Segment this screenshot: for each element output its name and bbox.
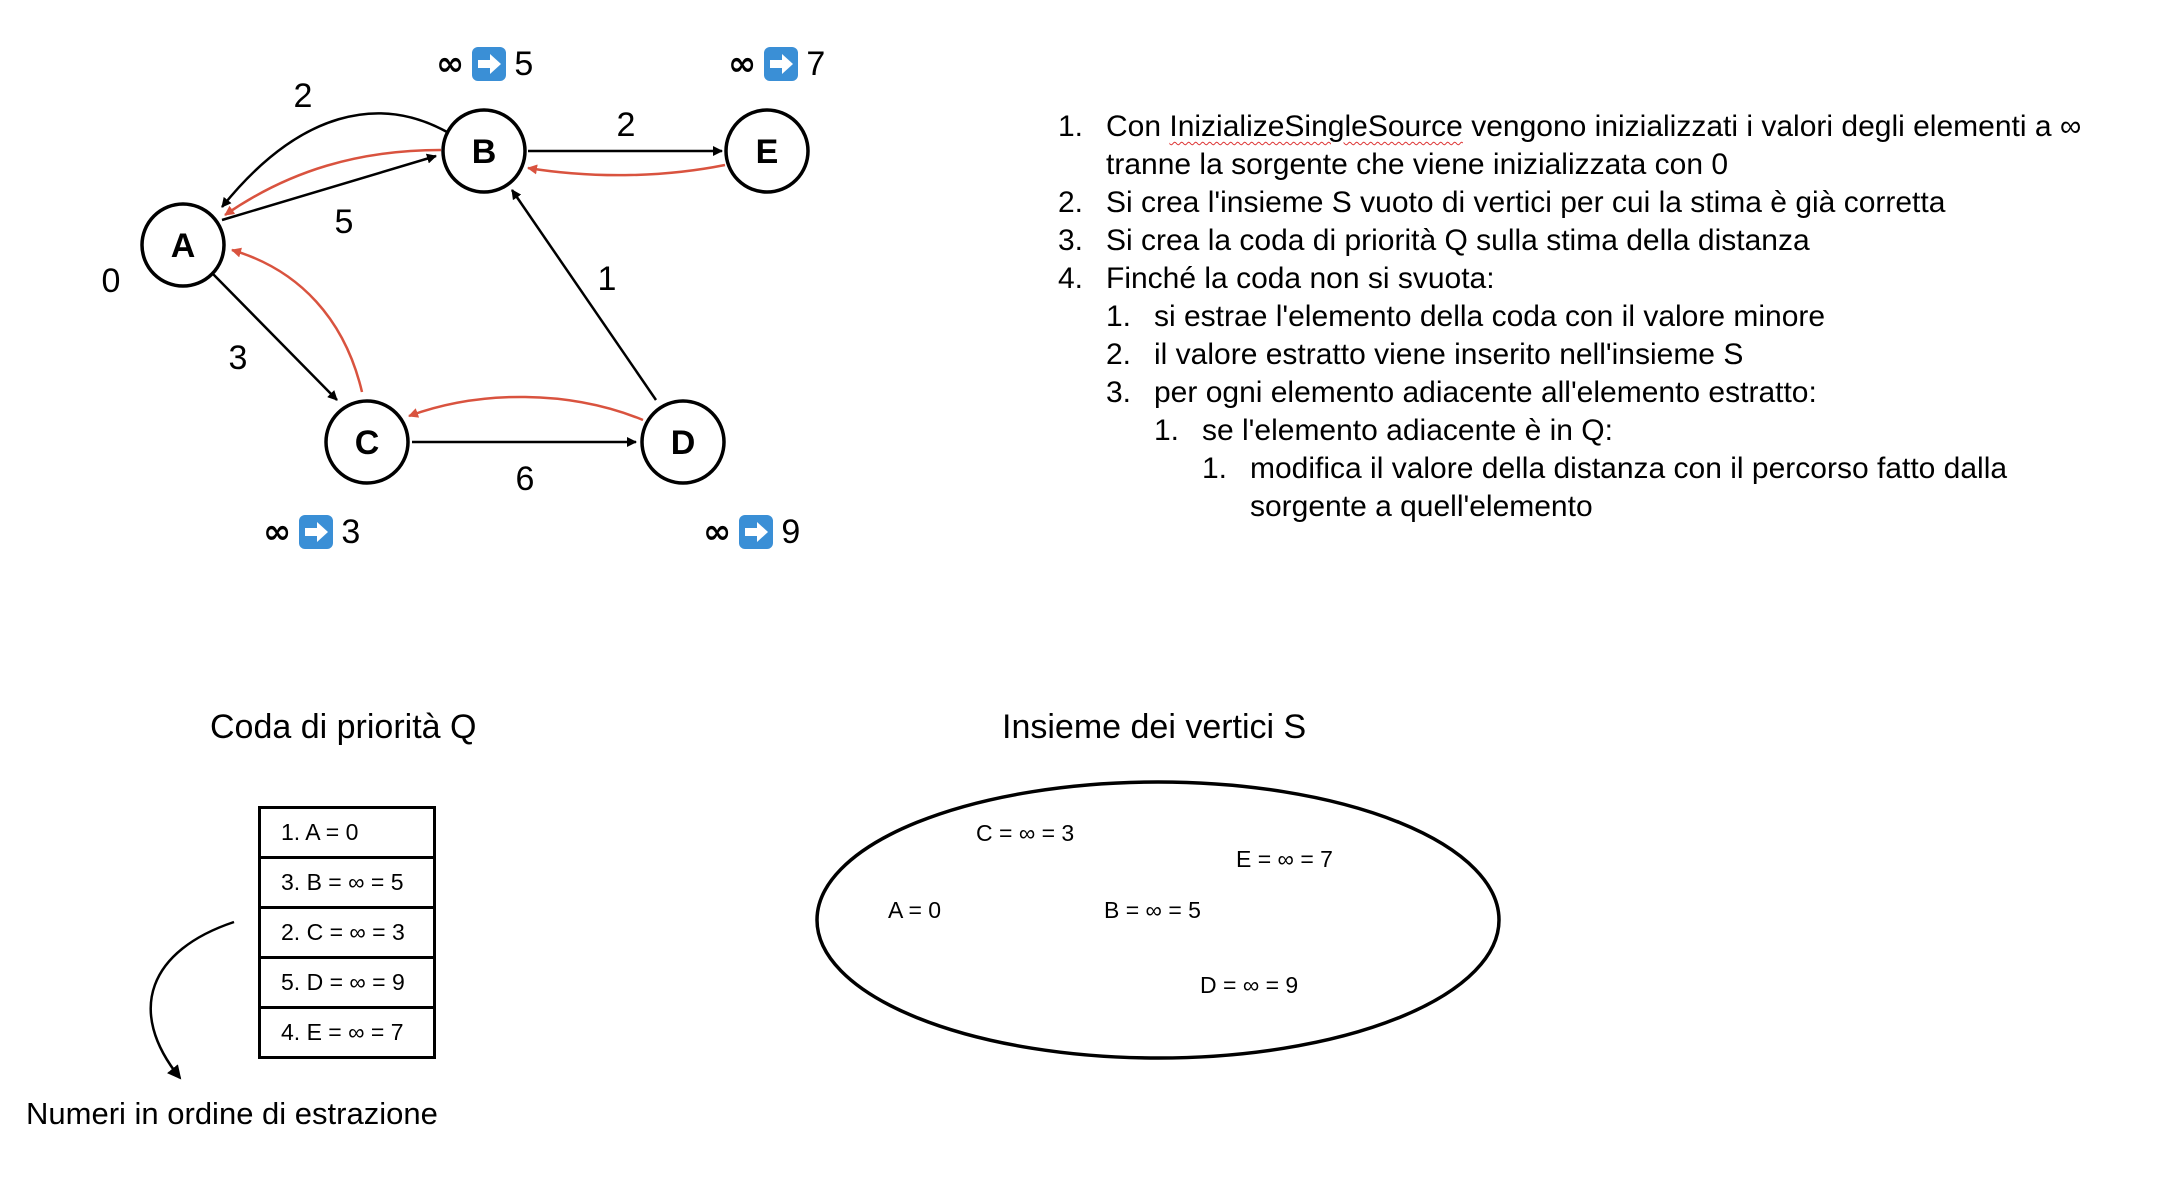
step-text: Finché la coda non si svuota: — [1106, 262, 1495, 295]
node-label: E — [756, 133, 779, 171]
step-4-3-1-1: 1. modifica il valore della distanza con… — [1202, 450, 2081, 526]
distance-D: ∞ 9 — [703, 512, 800, 552]
node-label: C — [355, 424, 380, 462]
step-4: 4. Finché la coda non si svuota: — [1058, 260, 2081, 298]
edge-D-B — [510, 189, 658, 401]
node-E: E — [724, 108, 810, 194]
edge-A-B — [221, 153, 437, 222]
node-C: C — [324, 399, 410, 485]
distance-B: ∞ 5 — [436, 44, 533, 84]
step-number: 1. — [1058, 110, 1084, 143]
step-text: modifica il valore della distanza con il… — [1250, 452, 2008, 485]
infinity-symbol: ∞ — [703, 512, 732, 552]
queue-title: Coda di priorità Q — [210, 708, 477, 746]
weight-B-E: 2 — [617, 106, 636, 144]
step-4-1: 1. si estrae l'elemento della coda con i… — [1106, 298, 2081, 336]
step-2: 2. Si crea l'insieme S vuoto di vertici … — [1058, 184, 2081, 222]
distance-C: ∞ 3 — [263, 512, 360, 552]
step-text: Si crea la coda di priorità Q sulla stim… — [1106, 224, 1810, 257]
pred-edge-D-C — [408, 395, 644, 422]
step-number: 1. — [1202, 452, 1228, 485]
distance-E: ∞ 7 — [728, 44, 825, 84]
weight-B-A: 2 — [294, 77, 313, 115]
step-4-2: 2. il valore estratto viene inserito nel… — [1106, 336, 2081, 374]
node-label: A — [171, 227, 196, 265]
weight-D-B: 1 — [598, 260, 617, 298]
step-number: 3. — [1058, 224, 1084, 257]
queue-cell: 4. E = ∞ = 7 — [281, 1019, 404, 1045]
queue-caption: Numeri in ordine di estrazione — [26, 1096, 438, 1131]
weight-A-C: 3 — [229, 339, 248, 377]
source-distance-A: 0 — [102, 262, 121, 300]
set-title: Insieme dei vertici S — [1002, 708, 1307, 746]
step-1: 1. Con InizializeSingleSource vengono in… — [1058, 108, 2081, 184]
right-arrow-icon — [472, 47, 507, 81]
set-item-E: E = ∞ = 7 — [1236, 846, 1333, 872]
queue-cell: 5. D = ∞ = 9 — [261, 959, 433, 1009]
step-4-3: 3. per ogni elemento adiacente all'eleme… — [1106, 374, 2081, 412]
pred-edge-E-B — [527, 163, 726, 177]
infinity-symbol: ∞ — [436, 44, 465, 84]
step-text-continued: tranne la sorgente che viene inizializza… — [1106, 148, 1729, 181]
set-ellipse — [815, 780, 1501, 1060]
pred-edge-B-A — [224, 148, 442, 217]
set-item-C: C = ∞ = 3 — [976, 820, 1075, 846]
set-item-A: A = 0 — [888, 897, 942, 923]
weight-C-D: 6 — [516, 460, 535, 498]
edge-B-A — [221, 112, 448, 208]
node-label: B — [472, 133, 497, 171]
algorithm-steps: 1. Con InizializeSingleSource vengono in… — [1058, 108, 2081, 526]
queue-cell: 1. A = 0 — [261, 809, 433, 859]
distance-value: 3 — [341, 512, 361, 551]
infinity-symbol: ∞ — [728, 44, 757, 84]
step-number: 2. — [1106, 338, 1132, 371]
step-number: 2. — [1058, 186, 1084, 219]
node-B: B — [441, 108, 527, 194]
step-4-3-1: 1. se l'elemento adiacente è in Q: — [1154, 412, 2081, 450]
queue-cell: 3. B = ∞ = 5 — [261, 859, 433, 909]
distance-value: 5 — [514, 44, 534, 83]
node-label: D — [671, 424, 696, 462]
right-arrow-icon — [764, 47, 799, 81]
right-arrow-icon — [739, 515, 774, 549]
function-name: InizializeSingleSource — [1169, 110, 1463, 143]
step-text: il valore estratto viene inserito nell'i… — [1154, 338, 1744, 371]
right-arrow-icon — [299, 515, 334, 549]
step-text: si estrae l'elemento della coda con il v… — [1154, 300, 1826, 333]
infinity-symbol: ∞ — [263, 512, 292, 552]
step-text: Con — [1106, 110, 1170, 143]
step-text: per ogni elemento adiacente all'elemento… — [1154, 376, 1817, 409]
caption-arrow — [149, 920, 235, 1080]
node-D: D — [640, 399, 726, 485]
set-item-B: B = ∞ = 5 — [1104, 897, 1201, 923]
queue-cell: 2. C = ∞ = 3 — [261, 909, 433, 959]
distance-value: 9 — [781, 512, 801, 551]
step-text: Si crea l'insieme S vuoto di vertici per… — [1106, 186, 1946, 219]
edge-A-C — [212, 273, 338, 401]
priority-queue-table: 1. A = 0 3. B = ∞ = 5 2. C = ∞ = 3 5. D … — [258, 806, 436, 1059]
weight-A-B: 5 — [335, 203, 354, 241]
step-3: 3. Si crea la coda di priorità Q sulla s… — [1058, 222, 2081, 260]
distance-value: 7 — [806, 44, 826, 83]
step-number: 1. — [1154, 414, 1180, 447]
step-number: 3. — [1106, 376, 1132, 409]
step-text: se l'elemento adiacente è in Q: — [1202, 414, 1613, 447]
step-text: vengono inizializzati i valori degli ele… — [1462, 110, 2082, 143]
step-number: 1. — [1106, 300, 1132, 333]
step-text-continued: sorgente a quell'elemento — [1250, 490, 1593, 523]
set-item-D: D = ∞ = 9 — [1200, 972, 1299, 998]
node-A: A — [140, 202, 226, 288]
pred-edge-C-A — [231, 247, 364, 393]
step-number: 4. — [1058, 262, 1084, 295]
